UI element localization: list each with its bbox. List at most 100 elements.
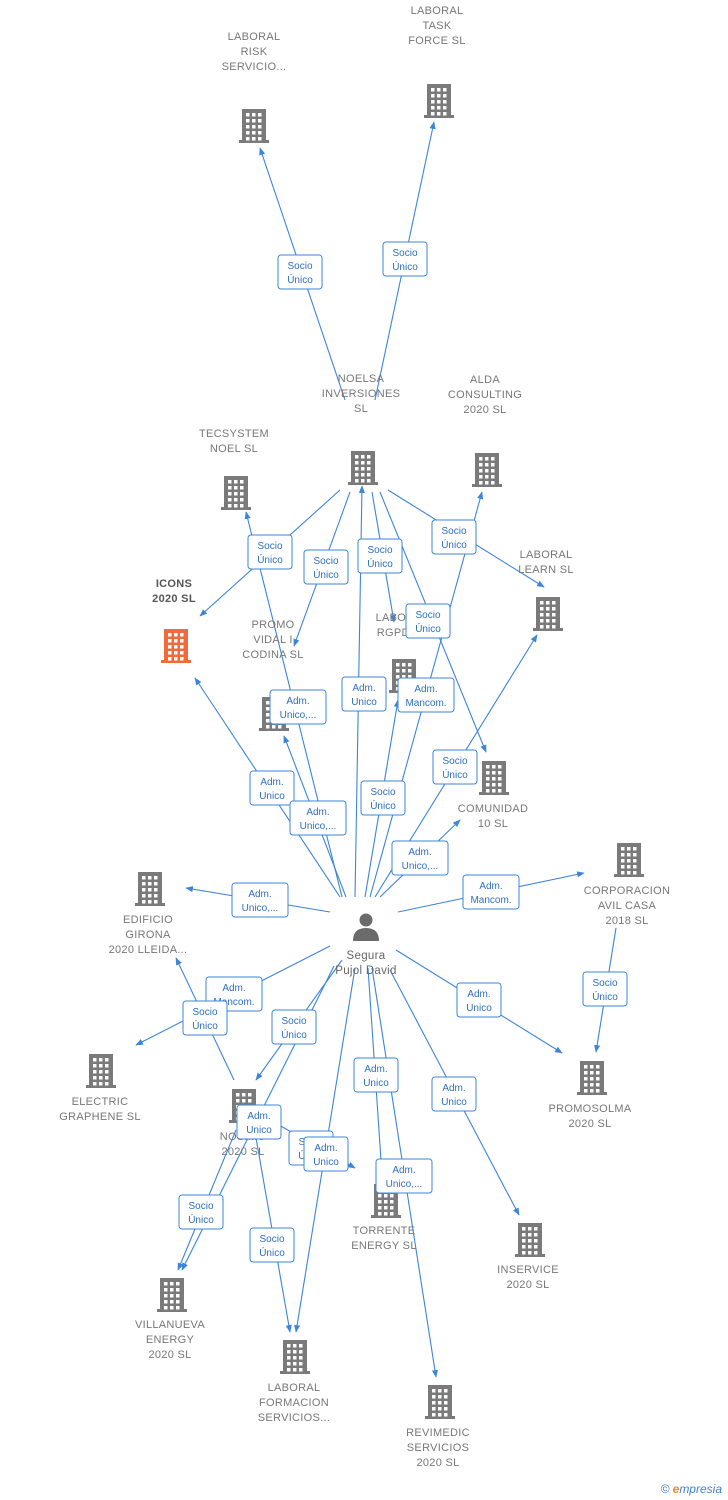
building-icon[interactable] [479,761,509,795]
building-window [528,1227,532,1231]
relation-label[interactable]: Adm.Unico [341,676,387,712]
building-icon[interactable] [472,453,502,487]
building-icon[interactable] [533,597,563,631]
relation-label-text: Unico [259,791,285,802]
building-icon[interactable] [157,1278,187,1312]
building-window [240,498,244,502]
building-window [528,1245,532,1249]
relation-label[interactable]: Adm.Unico [236,1104,282,1140]
building-icon[interactable] [280,1340,310,1374]
relation-label[interactable]: Adm.Unico,... [375,1158,433,1194]
building-icon[interactable] [348,451,378,485]
relation-label[interactable]: Adm.Mancom. [462,874,520,910]
building-window [93,1070,97,1074]
building-window [408,675,412,679]
relation-label[interactable]: Adm.Unico,... [269,689,327,725]
brand-logo[interactable]: empresia [672,1482,722,1496]
building-icon[interactable] [515,1223,545,1257]
building-window [590,1071,594,1075]
building-window [252,137,256,141]
building-window [437,94,441,98]
building-window [491,463,495,467]
person-head [359,913,373,927]
building-base [577,1092,607,1095]
building-window [408,663,412,667]
building-window [299,1356,303,1360]
relation-label[interactable]: Adm.Unico [456,982,502,1018]
building-icon[interactable] [135,872,165,906]
relation-label-text: Unico [466,1003,492,1014]
relation-label[interactable]: Adm.Unico [353,1057,399,1093]
relation-label-text: Único [287,273,313,286]
relation-label-box [353,1057,399,1093]
relation-label-box [382,241,428,277]
relation-label[interactable]: Adm.Mancom. [397,677,455,713]
building-icon[interactable] [161,629,191,663]
building-window [174,639,178,643]
building-window [431,112,435,116]
building-window [142,882,146,886]
building-window [485,457,489,461]
building-window [266,713,270,717]
building-base [259,728,289,731]
building-icon[interactable] [239,109,269,143]
building-icon[interactable] [577,1061,607,1095]
building-base [472,484,502,487]
laboral-formacion-label-line: LABORAL [268,1382,321,1394]
building-icon[interactable] [614,843,644,877]
relation-label[interactable]: Adm.Unico,... [289,800,347,836]
relation-label[interactable]: Adm.Unico [303,1136,349,1172]
company-node-laboral-formacion[interactable]: LABORALFORMACIONSERVICIOS... [258,1340,330,1424]
building-window [486,783,490,787]
relation-label[interactable]: Adm.Unico [431,1076,477,1112]
relation-label[interactable]: Adm.Unico [249,770,295,806]
building-window [633,865,637,869]
building-window [367,455,371,459]
building-window [234,486,238,490]
relation-label[interactable]: Adm.Unico,... [231,882,289,918]
building-window [546,613,550,617]
building-window [491,481,495,485]
building-window [164,1288,168,1292]
building-icon[interactable] [425,1385,455,1419]
person-icon[interactable] [353,913,379,942]
relation-label[interactable]: Adm.Unico,... [391,840,449,876]
building-window [174,633,178,637]
building-window [154,876,158,880]
relation-label-text: Socio [442,756,467,767]
company-node-laboral-risk[interactable]: LABORALRISKSERVICIO... [222,31,287,143]
building-icon[interactable] [221,476,251,510]
building-icon[interactable] [424,84,454,118]
building-icon[interactable] [86,1054,116,1088]
relation-label-text: Socio [287,261,312,272]
